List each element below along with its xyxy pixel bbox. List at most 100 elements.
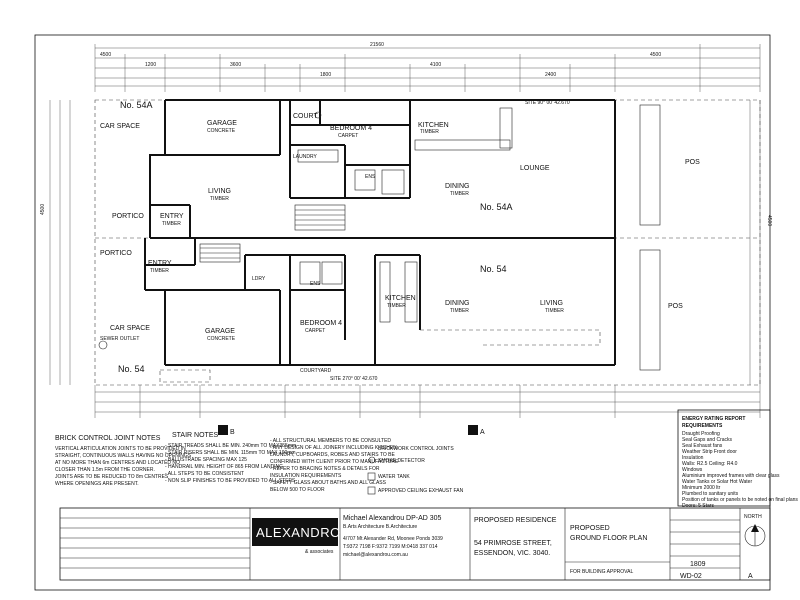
svg-text:4100: 4100 (430, 62, 441, 68)
north-court: COURT (293, 113, 318, 120)
revision: A (748, 573, 753, 580)
svg-text:TIMBER: TIMBER (162, 221, 181, 227)
north-kitchen: KITCHEN (418, 122, 449, 129)
svg-text:B.Arts Architecture B.Architec: B.Arts Architecture B.Architecture (343, 524, 417, 530)
south-pos: POS (668, 303, 683, 310)
svg-text:TIMBER: TIMBER (450, 308, 469, 314)
stair-notes: STAIR NOTES - STAIR TREADS SHALL BE MIN.… (165, 432, 296, 484)
structural-notes: - ALL STRUCTURAL MEMBERS TO BE CONSULTED… (270, 438, 399, 493)
svg-text:BRICKWORK CONTROL JOINTS: BRICKWORK CONTROL JOINTS (378, 446, 454, 452)
svg-text:STRAIGHT, CONTINUOUS WALLS HAV: STRAIGHT, CONTINUOUS WALLS HAVING NO OPE… (55, 453, 192, 459)
north-entry: ENTRY (160, 213, 184, 220)
svg-text:TIMBER: TIMBER (210, 196, 229, 202)
svg-text:- STAIR RISERS SHALL BE MIN. 1: - STAIR RISERS SHALL BE MIN. 115mm TO MA… (165, 450, 296, 456)
north-bedroom: BEDROOM 4 (330, 125, 372, 132)
bottom-dimensions (94, 385, 761, 418)
svg-text:Seal Exhaust fans: Seal Exhaust fans (682, 443, 723, 449)
svg-text:Position of tanks or panels to: Position of tanks or panels to be noted … (682, 497, 798, 503)
svg-text:- ALL STEPS TO BE CONSISTENT: - ALL STEPS TO BE CONSISTENT (165, 471, 244, 477)
drawing-number: WD-02 (680, 573, 702, 580)
north-unit-labels: No. 54A CAR SPACE GARAGE CONCRETE COURT … (100, 100, 700, 227)
south-big-label: No. 54 (480, 264, 507, 274)
svg-text:ESSENDON, VIC. 3040.: ESSENDON, VIC. 3040. (474, 550, 550, 557)
svg-text:CARPET: CARPET (305, 328, 325, 334)
svg-text:TIMBER: TIMBER (150, 268, 169, 274)
svg-text:LAUNDRY, CUPBOARDS, ROBES AND: LAUNDRY, CUPBOARDS, ROBES AND STAIRS TO … (270, 452, 396, 458)
right-dimension: 4500 (766, 215, 772, 226)
svg-text:JOINTS ARE TO BE REDUCED TO 8m: JOINTS ARE TO BE REDUCED TO 8m CENTRES (55, 474, 169, 480)
top-dimensions: 21560 4500 1200 3600 1800 4100 2400 4500 (94, 42, 761, 92)
svg-text:Seal Gaps and Cracks: Seal Gaps and Cracks (682, 437, 733, 443)
north-label: NORTH (744, 514, 762, 520)
svg-text:4500: 4500 (100, 52, 111, 58)
south-bedroom: BEDROOM 4 (300, 320, 342, 327)
north-ens: ENS (365, 174, 376, 180)
project-label: PROPOSED RESIDENCE (474, 517, 557, 524)
north-lounge: LOUNGE (520, 165, 550, 172)
svg-text:3600: 3600 (230, 62, 241, 68)
north-living: LIVING (208, 188, 231, 195)
svg-text:michael@alexandrou.com.au: michael@alexandrou.com.au (343, 552, 408, 558)
svg-text:- SAFETY GLASS ABOUT BATHS AND: - SAFETY GLASS ABOUT BATHS AND ALL GLASS (270, 480, 387, 486)
svg-text:CARPET: CARPET (338, 133, 358, 139)
south-unit-number: No. 54 (118, 364, 145, 374)
north-big-label: No. 54A (480, 202, 513, 212)
svg-text:T:9372 7198 F:9372 7199 M:: T:9372 7198 F:9372 7199 M:0418 337 014 (343, 544, 438, 550)
svg-text:TIMBER: TIMBER (545, 308, 564, 314)
svg-text:BELOW 500 TO FLOOR: BELOW 500 TO FLOOR (270, 487, 325, 493)
svg-text:INSULATION REQUIREMENTS: INSULATION REQUIREMENTS (270, 473, 342, 479)
svg-text:CONCRETE: CONCRETE (207, 128, 236, 134)
drawing-title: PROPOSED (570, 525, 610, 532)
svg-text:- REFER TO BRACING NOTES & DET: - REFER TO BRACING NOTES & DETAILS FOR (270, 466, 380, 472)
svg-text:Draught Proofing: Draught Proofing (682, 431, 720, 437)
south-kitchen: KITCHEN (385, 295, 416, 302)
title-block: ALEXANDROU & associates Michael Alexandr… (59, 507, 771, 581)
svg-text:Minimum 2000 ltr: Minimum 2000 ltr (682, 485, 721, 491)
north-unit-number: No. 54A (120, 100, 153, 110)
svg-text:Doors: 5 Stars: Doors: 5 Stars (682, 503, 714, 509)
legend-notes: BRICKWORK CONTROL JOINTS SMOKE DETECTOR … (367, 446, 464, 495)
sheet-border (34, 34, 771, 591)
brick-notes-title: BRICK CONTROL JOINT NOTES (55, 435, 161, 442)
svg-text:Aluminium improved frames with: Aluminium improved frames with clear gla… (682, 473, 780, 479)
south-kitchen-fixtures (199, 243, 601, 346)
firm-name: ALEXANDROU (256, 525, 351, 540)
north-site-note: SITE 90° 00' 42.670 (525, 100, 570, 106)
svg-text:Plumbed to sanitary units: Plumbed to sanitary units (682, 491, 739, 497)
svg-text:2400: 2400 (545, 72, 556, 78)
north-portico: PORTICO (112, 213, 144, 220)
north-dining: DINING (445, 183, 470, 190)
svg-text:Insulation: Insulation (682, 455, 704, 461)
svg-text:TIMBER: TIMBER (420, 129, 439, 135)
south-ens: ENS (310, 281, 321, 287)
svg-text:4/707 Mt Alexander Rd, Moonee: 4/707 Mt Alexander Rd, Moonee Ponds 3039 (343, 536, 443, 542)
north-car-space: CAR SPACE (100, 123, 140, 130)
north-kitchen-fixtures (294, 107, 513, 231)
svg-text:REQUIREMENTS: REQUIREMENTS (682, 423, 723, 429)
drawing-status: FOR BUILDING APPROVAL (570, 569, 633, 575)
south-entry: ENTRY (148, 260, 172, 267)
svg-text:AT NO MORE THAN 6m CENTRES AND: AT NO MORE THAN 6m CENTRES AND LOCATED N… (55, 460, 180, 466)
svg-text:Windows: Windows (682, 467, 703, 473)
svg-text:WHERE OPENINGS ARE PRESENT.: WHERE OPENINGS ARE PRESENT. (55, 481, 139, 487)
svg-text:TIMBER: TIMBER (387, 303, 406, 309)
north-garage: GARAGE (207, 120, 237, 127)
svg-text:Weather Strip Front door: Weather Strip Front door (682, 449, 737, 455)
svg-text:CONCRETE: CONCRETE (207, 336, 236, 342)
overall-dimension: 21560 (370, 42, 384, 48)
svg-text:CLOSER THAN 1.5m FROM THE CORN: CLOSER THAN 1.5m FROM THE CORNER. (55, 467, 155, 473)
svg-text:- ANY DESIGN OF ALL JOINERY IN: - ANY DESIGN OF ALL JOINERY INCLUDING KI… (270, 445, 398, 451)
south-site-note: SITE 270° 00' 42.670 (330, 376, 378, 382)
south-unit-labels: PORTICO ENTRY TIMBER LDRY ENS KITCHEN TI… (100, 250, 683, 374)
svg-text:SMOKE DETECTOR: SMOKE DETECTOR (378, 458, 425, 464)
svg-text:1200: 1200 (145, 62, 156, 68)
svg-text:WATER TANK: WATER TANK (378, 474, 410, 480)
svg-text:- ALL STRUCTURAL MEMBERS TO BE: - ALL STRUCTURAL MEMBERS TO BE CONSULTED (270, 438, 391, 444)
section-a-label: A (480, 429, 485, 436)
job-number: 1809 (690, 561, 706, 568)
south-ldry: LDRY (252, 276, 266, 282)
south-living: LIVING (540, 300, 563, 307)
energy-title: ENERGY RATING REPORT (682, 416, 745, 422)
